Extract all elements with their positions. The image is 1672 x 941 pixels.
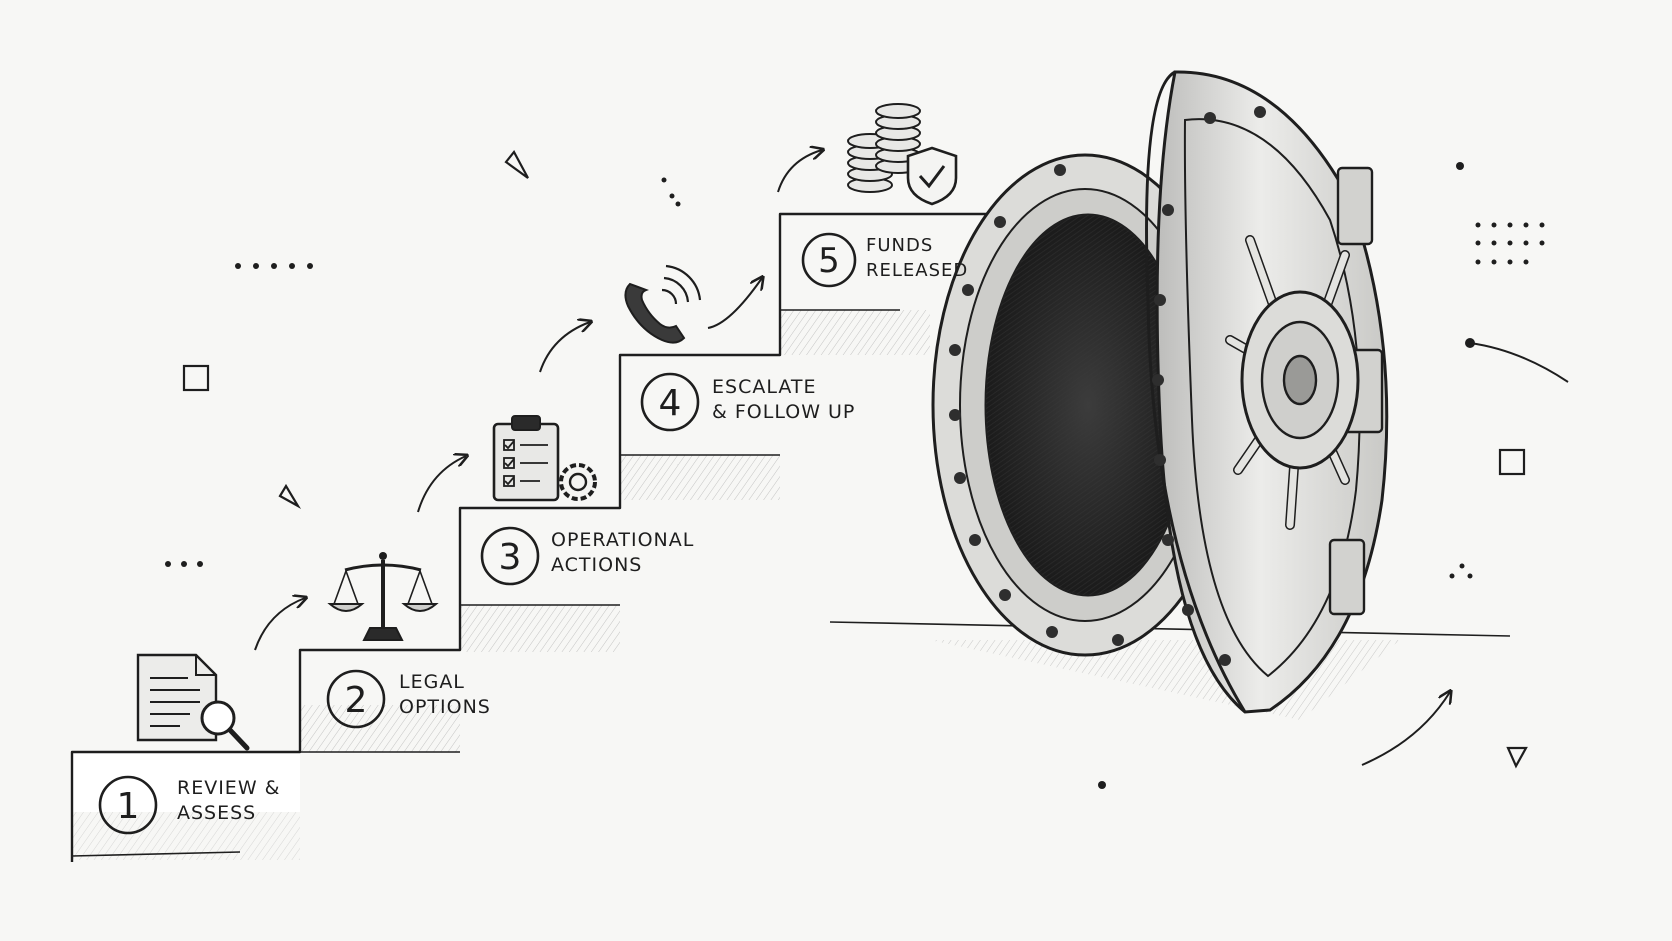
step-3-label: OPERATIONAL ACTIONS (551, 528, 694, 578)
step-shading (72, 310, 930, 860)
door-bolts (1152, 106, 1266, 666)
step-number-text: 3 (499, 537, 522, 578)
step-label-line: REVIEW & (177, 777, 281, 799)
step-number-text: 1 (117, 786, 140, 827)
vault-wheel-handle (1225, 235, 1360, 530)
arrow-top-right-curve (1469, 342, 1569, 383)
dot-grid-right (1098, 162, 1545, 789)
arrow-bottom-right (1361, 692, 1450, 766)
step-number-text: 4 (659, 383, 682, 424)
step-arrows (254, 150, 1569, 766)
step-5-label: FUNDS RELEASED (866, 233, 968, 283)
phone-ringing-icon (624, 264, 702, 344)
staircase (70, 212, 1010, 862)
dot-row-left (165, 177, 681, 567)
arrow-1-to-2 (254, 598, 305, 651)
step-label-line: LEGAL (399, 671, 465, 693)
step-2-label: LEGAL OPTIONS (399, 670, 491, 720)
step-number-5: 5 (801, 232, 857, 288)
frame-bolts (949, 164, 1124, 646)
clipboard-gear-icon (492, 415, 597, 502)
stair-outline (70, 212, 1010, 862)
step-label-line: OPERATIONAL (551, 529, 695, 551)
coins-shield-icon (847, 103, 958, 206)
step-label-line: FUNDS (866, 235, 934, 256)
arrow-4-to-5 (707, 278, 762, 329)
step-label-line: ASSESS (177, 802, 257, 824)
step-label-line: RELEASED (866, 260, 969, 281)
step-number-4: 4 (640, 372, 700, 432)
arrow-2-to-3 (417, 456, 466, 513)
document-magnifier-icon (136, 653, 250, 751)
arrow-5-to-coins (777, 150, 822, 193)
outline-shapes (182, 150, 1528, 769)
decorative-doodles (165, 150, 1545, 789)
step-1-label: REVIEW & ASSESS (177, 776, 280, 826)
arrow-3-to-4 (539, 322, 590, 373)
scales-of-justice-icon (327, 552, 439, 641)
step-number-text: 5 (818, 241, 840, 281)
step-number-1: 1 (98, 775, 158, 835)
step-number-3: 3 (480, 526, 540, 586)
step-label-line: ACTIONS (551, 554, 643, 576)
step-number-2: 2 (326, 669, 386, 729)
step-label-line: OPTIONS (399, 696, 491, 718)
step-4-label: ESCALATE & FOLLOW UP (712, 375, 855, 425)
vault-illustration (829, 70, 1511, 720)
step-number-text: 2 (345, 680, 368, 721)
step-label-line: & FOLLOW UP (712, 401, 856, 423)
step-label-line: ESCALATE (712, 376, 817, 398)
